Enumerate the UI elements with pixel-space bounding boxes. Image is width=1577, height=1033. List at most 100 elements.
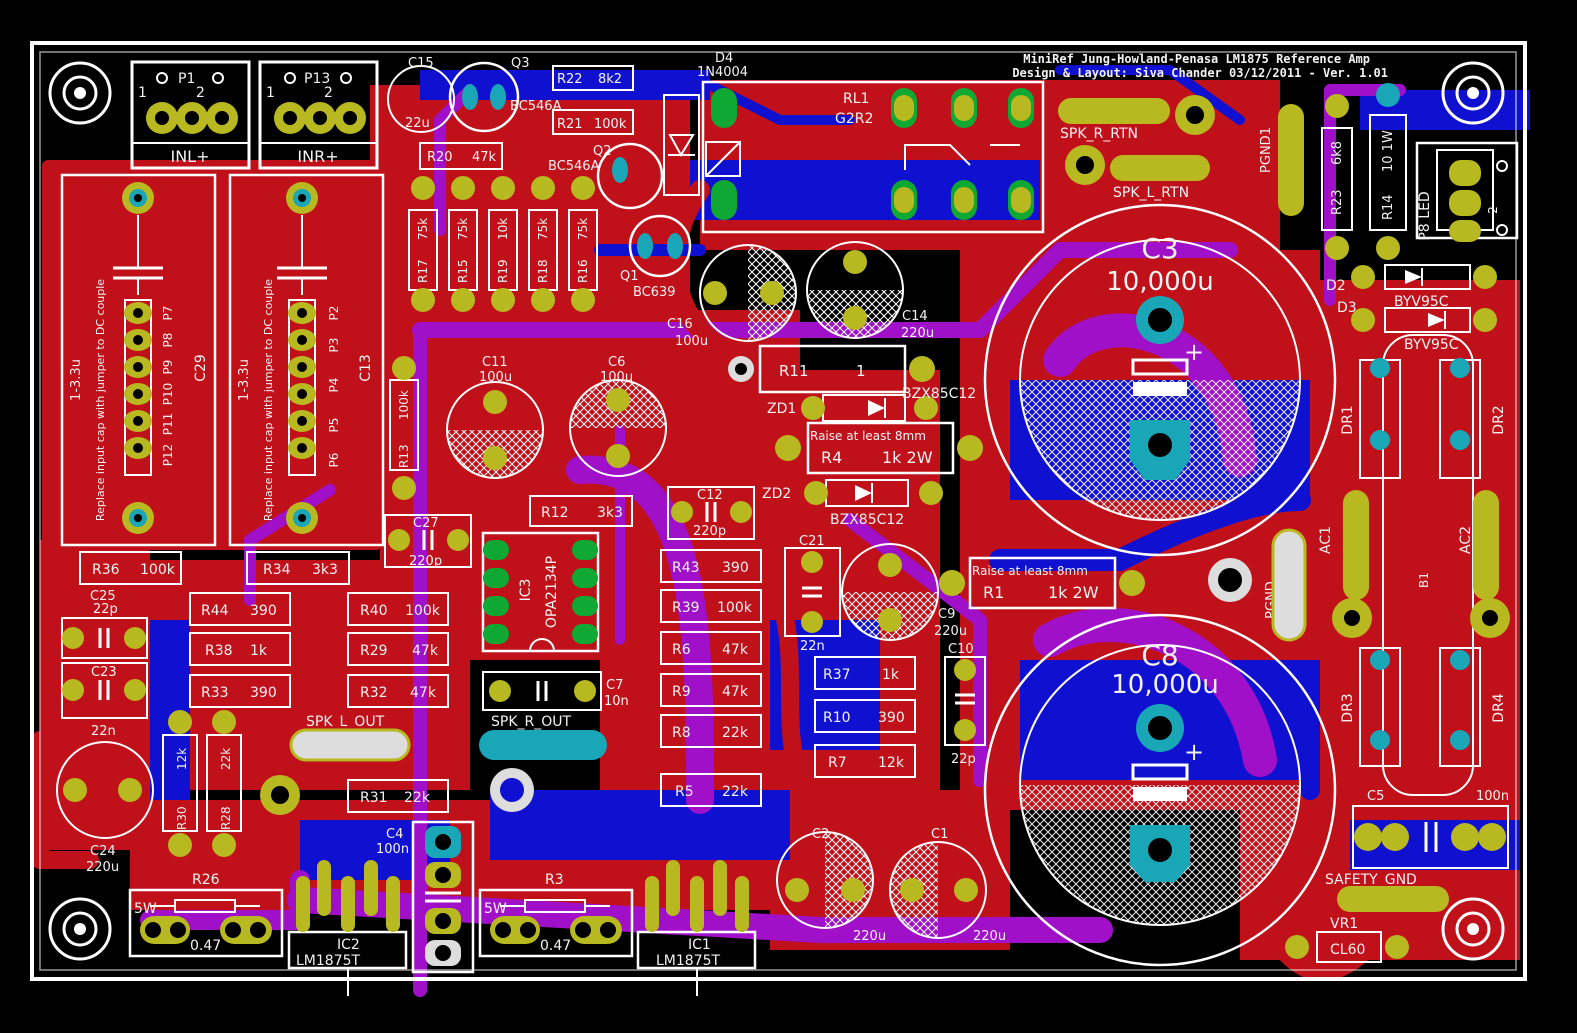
svg-text:47k: 47k (472, 150, 497, 165)
cap-c5: C5 100n (1352, 789, 1509, 869)
ic2-lm1875: IC2 LM1875T (287, 860, 408, 996)
c4-value: 100n (376, 842, 409, 857)
c29-name: C29 (193, 354, 209, 382)
c8-capacitor: + C8 10,000u (983, 613, 1337, 967)
film-caps: C25 22p C23 22n C27 220p C12 220p C21 22… (61, 486, 986, 767)
svg-text:22n: 22n (91, 724, 116, 739)
net-spk-l-rtn: SPK_L_RTN (1113, 185, 1189, 201)
svg-text:3k3: 3k3 (312, 562, 338, 578)
q2-value: BC546A (548, 159, 600, 174)
svg-text:75k: 75k (456, 218, 470, 240)
svg-text:220p: 220p (693, 524, 726, 539)
c13-name: C13 (358, 354, 374, 382)
resistor-r11: R11 1 (728, 344, 935, 394)
svg-text:220u: 220u (973, 929, 1006, 944)
svg-text:R16: R16 (576, 259, 590, 283)
r4-name: R4 (821, 448, 842, 467)
net-spk-r-rtn: SPK_R_RTN (1060, 126, 1138, 142)
svg-text:22k: 22k (219, 748, 233, 770)
diode-d4: D4 1N4004 (663, 51, 748, 196)
svg-text:100u: 100u (675, 334, 708, 349)
svg-text:C25: C25 (90, 589, 116, 604)
svg-text:R7: R7 (828, 755, 847, 771)
svg-text:R10: R10 (823, 710, 851, 726)
svg-text:47k: 47k (722, 684, 749, 700)
svg-text:390: 390 (250, 603, 277, 619)
svg-text:R8: R8 (672, 725, 691, 741)
resistors-r23-r14: R23 6k8 R14 10 1W (1321, 83, 1407, 260)
svg-text:2: 2 (196, 85, 205, 101)
svg-text:R6: R6 (672, 642, 691, 658)
svg-text:C15: C15 (408, 56, 434, 71)
svg-text:100u: 100u (479, 370, 512, 385)
svg-text:1k: 1k (250, 643, 268, 659)
svg-text:C23: C23 (91, 665, 117, 680)
svg-text:100k: 100k (397, 390, 411, 420)
connector-p8: LED P8 2 (1415, 141, 1519, 242)
c5-name: C5 (1367, 789, 1384, 804)
svg-text:C12: C12 (697, 488, 723, 503)
q3-name: Q3 (511, 56, 530, 71)
cap-c4: C4 100n (376, 820, 475, 974)
svg-text:22k: 22k (404, 790, 431, 806)
d4-name: D4 (715, 51, 733, 66)
svg-text:R20: R20 (427, 150, 453, 165)
title-line-2: Design & Layout: Siva Chander 03/12/2011… (1012, 66, 1388, 80)
svg-text:C9: C9 (938, 607, 955, 622)
zeners: ZD1 BZX85C12 ZD2 BZX85C12 (762, 386, 976, 528)
connector-p1: P1 1 2 INL+ (130, 60, 251, 170)
svg-text:R29: R29 (360, 643, 388, 659)
svg-text:1-3.3u: 1-3.3u (69, 359, 84, 401)
ic3-name: IC3 (518, 579, 534, 602)
svg-text:47k: 47k (410, 685, 437, 701)
svg-text:390: 390 (878, 710, 905, 726)
svg-text:2: 2 (324, 85, 333, 101)
dr2-name: DR2 (1491, 405, 1507, 434)
svg-text:75k: 75k (416, 218, 430, 240)
relay-rl1: RL1 G2R2 (701, 80, 1045, 234)
svg-text:390: 390 (722, 560, 749, 576)
p8-name: P8 (1417, 223, 1433, 240)
input-cap-c13: 1-3.3u Replace input cap with jumper to … (228, 173, 385, 547)
svg-text:390: 390 (250, 685, 277, 701)
svg-text:C7: C7 (606, 678, 623, 693)
svg-text:220p: 220p (409, 554, 442, 569)
r3-value: 0.47 (540, 938, 571, 954)
svg-text:220u: 220u (86, 860, 119, 875)
svg-text:47k: 47k (412, 643, 439, 659)
d2-name: D2 (1326, 278, 1346, 294)
svg-text:P3: P3 (327, 338, 341, 353)
q2-name: Q2 (593, 144, 612, 159)
c8-value: 10,000u (1111, 670, 1218, 700)
d4-value: 1N4004 (697, 65, 748, 80)
vertical-resistors: R17 75k R15 75k R19 10k R18 75k R16 75k … (162, 176, 598, 857)
svg-text:22u: 22u (405, 116, 430, 131)
svg-text:R33: R33 (201, 685, 229, 701)
ic1-value: LM1875T (656, 953, 721, 969)
svg-text:R5: R5 (675, 784, 694, 800)
svg-text:Raise at least 8mm: Raise at least 8mm (810, 429, 926, 443)
c3-value: 10,000u (1106, 267, 1213, 297)
r14-name: R14 (1381, 194, 1396, 220)
diodes-d2-d3: D2 BYV95C D3 BYV95C (1326, 264, 1497, 353)
svg-text:R34: R34 (263, 562, 291, 578)
svg-text:P7: P7 (161, 306, 175, 321)
svg-text:220u: 220u (934, 624, 967, 639)
svg-text:P5: P5 (327, 418, 341, 433)
svg-text:R15: R15 (456, 259, 470, 283)
svg-text:12k: 12k (878, 755, 905, 771)
varistor-vr1: VR1 CL60 (1285, 916, 1409, 963)
connector-p13: P13 1 2 INR+ (258, 60, 379, 170)
svg-text:5W: 5W (484, 901, 507, 917)
dr4-name: DR4 (1491, 693, 1507, 723)
svg-text:R30: R30 (175, 806, 189, 830)
svg-text:Raise at least 8mm: Raise at least 8mm (972, 564, 1088, 578)
electrolytic-caps-static: C15 22u C16 100u C14 220u C11 100u C6 10… (56, 56, 1006, 944)
zd2-value: BZX85C12 (830, 512, 904, 528)
svg-text:220u: 220u (853, 929, 886, 944)
zd1-name: ZD1 (767, 401, 796, 417)
svg-text:5W: 5W (134, 901, 157, 917)
ac2-name: AC2 (1458, 526, 1474, 554)
ic1-lm1875: IC1 LM1875T (636, 860, 757, 996)
